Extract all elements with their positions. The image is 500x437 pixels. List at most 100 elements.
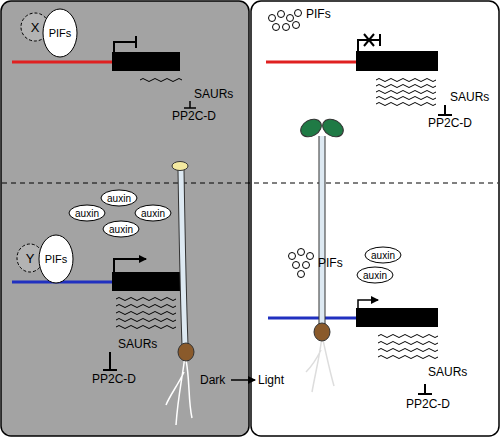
text-label: SAURs [194, 88, 233, 100]
oval-shape [365, 247, 401, 263]
fragment-circle [273, 24, 280, 31]
text-label: PIFs [306, 8, 331, 20]
text-label: PP2C-D [406, 398, 450, 410]
gene-box [112, 52, 180, 71]
oval-shape [69, 205, 105, 221]
text-label: PIFs [318, 257, 343, 269]
seed-coat [178, 343, 194, 361]
transcript-wave [378, 356, 438, 359]
transcript-wave [116, 326, 176, 329]
oval-node: auxin [100, 189, 138, 207]
transcript-wave [378, 335, 438, 338]
inhibition-line [424, 384, 426, 394]
node-text: auxin [68, 204, 106, 222]
transcript-wave [116, 312, 176, 315]
text-label: SAURs [118, 338, 157, 350]
fragment-circle [283, 24, 290, 31]
text-label: SAURs [450, 91, 489, 103]
dark-panel [1, 1, 249, 436]
node-text: auxin [100, 189, 138, 207]
active-arrow [114, 259, 146, 272]
oval-node: auxin [102, 220, 140, 238]
text-label: Light [258, 374, 284, 386]
node-text: auxin [134, 204, 172, 222]
transcript-wave [378, 349, 438, 352]
gene-box [112, 272, 180, 291]
fragment-circle [303, 262, 310, 269]
divider-line [2, 183, 498, 184]
fragment-circle [293, 262, 300, 269]
transcript-wave [116, 305, 176, 308]
oval-node: auxin [356, 266, 394, 284]
text-label: PP2C-D [172, 110, 216, 122]
green-cotyledon [319, 116, 346, 141]
oval-shape [101, 190, 137, 206]
transcript-wave [376, 103, 436, 106]
fragment-circle [278, 11, 285, 18]
transcript-wave [376, 97, 436, 100]
fragment-circle [289, 253, 296, 260]
promoter-line [268, 317, 356, 320]
blocked-arrow [358, 40, 380, 51]
node-text: auxin [102, 220, 140, 238]
cross-mark [364, 34, 374, 46]
fragment-circle [295, 10, 302, 17]
text-label: PP2C-D [428, 117, 472, 129]
transcript-wave [140, 79, 182, 82]
transcript-wave [116, 319, 176, 322]
inhibition-line [109, 352, 111, 370]
fragment-circle [293, 22, 300, 29]
transcript-wave [116, 298, 176, 301]
inhibition-line [189, 101, 191, 108]
oval-shape [39, 235, 73, 283]
repression-bar [379, 34, 381, 46]
node-text: PIFs [38, 234, 74, 284]
promoter-line [266, 61, 356, 64]
promoter-line [12, 61, 112, 64]
roots [306, 336, 334, 392]
fragment-circle [298, 271, 305, 278]
gene-box [356, 308, 438, 327]
inhibition-bar [184, 107, 196, 109]
transition-arrow [231, 379, 255, 381]
inhibition-line [444, 105, 446, 115]
repressed-arrow [114, 42, 136, 52]
transcript-wave [376, 91, 436, 94]
hypocotyl [181, 170, 185, 345]
oval-shape [43, 9, 77, 57]
oval-node: auxin [364, 246, 402, 264]
oval-shape [103, 221, 139, 237]
fragment-circle [287, 15, 294, 22]
node-text: auxin [364, 246, 402, 264]
active-arrow [358, 300, 378, 308]
oval-shape [135, 205, 171, 221]
inhibition-bar [103, 369, 117, 371]
oval-shape [357, 267, 393, 283]
gene-box [356, 51, 438, 71]
oval-node: PIFs [42, 8, 78, 58]
green-cotyledon [297, 116, 324, 141]
pifs-fragments [289, 249, 314, 278]
text-label: Dark [200, 374, 225, 386]
light-panel [251, 1, 499, 436]
transcript-wave [376, 85, 436, 88]
hypocotyl-outline [319, 136, 326, 325]
hypocotyl-outline [181, 170, 185, 345]
fragment-circle [269, 15, 276, 22]
repression-bar [135, 36, 137, 48]
yellow-cotyledon [172, 162, 188, 171]
node-text: auxin [356, 266, 394, 284]
oval-node: PIFs [38, 234, 74, 284]
fragment-circle [307, 253, 314, 260]
fragment-circle [298, 249, 305, 256]
text-label: PP2C-D [92, 373, 136, 385]
text-label: SAURs [428, 366, 467, 378]
hypocotyl [320, 136, 325, 325]
transcript-wave [376, 79, 436, 82]
pifs-fragments [269, 10, 302, 31]
node-text: PIFs [42, 8, 78, 58]
transcript-wave [378, 342, 438, 345]
oval-node: auxin [68, 204, 106, 222]
roots [166, 355, 192, 425]
